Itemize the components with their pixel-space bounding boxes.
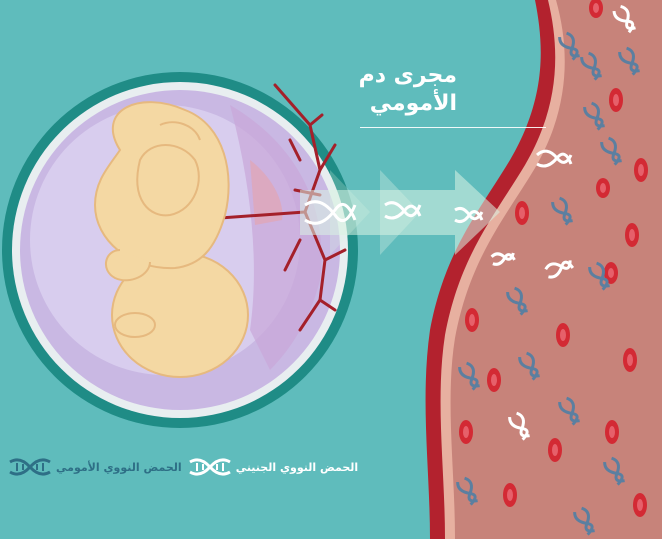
title-line-2: الأمومي xyxy=(359,90,457,118)
red-blood-cell-icon xyxy=(548,438,562,462)
title-line-1: مجرى دم xyxy=(359,62,457,90)
red-blood-cell-icon xyxy=(596,178,610,198)
red-blood-cell-icon xyxy=(487,368,501,392)
red-blood-cell-icon xyxy=(634,158,648,182)
diagram-title: مجرى دم الأمومي xyxy=(359,62,457,118)
dna-helix-icon xyxy=(188,458,232,476)
red-blood-cell-icon xyxy=(623,348,637,372)
legend-item-fetal: الحمض النووي الجنيني xyxy=(188,458,359,476)
legend-fetal-label: الحمض النووي الجنيني xyxy=(236,461,359,474)
red-blood-cell-icon xyxy=(605,420,619,444)
red-blood-cell-icon xyxy=(503,483,517,507)
legend-maternal-label: الحمض النووي الأمومي xyxy=(56,461,182,474)
maternal-blood-vessel xyxy=(426,0,662,539)
red-blood-cell-icon xyxy=(515,201,529,225)
red-blood-cell-icon xyxy=(625,223,639,247)
title-underline xyxy=(360,127,546,128)
legend: الحمض النووي الجنيني الحمض النووي الأموم… xyxy=(8,458,358,476)
legend-item-maternal: الحمض النووي الأمومي xyxy=(8,458,182,476)
dna-helix-icon xyxy=(8,458,52,476)
red-blood-cell-icon xyxy=(556,323,570,347)
red-blood-cell-icon xyxy=(459,420,473,444)
red-blood-cell-icon xyxy=(633,493,647,517)
red-blood-cell-icon xyxy=(465,308,479,332)
red-blood-cell-icon xyxy=(609,88,623,112)
